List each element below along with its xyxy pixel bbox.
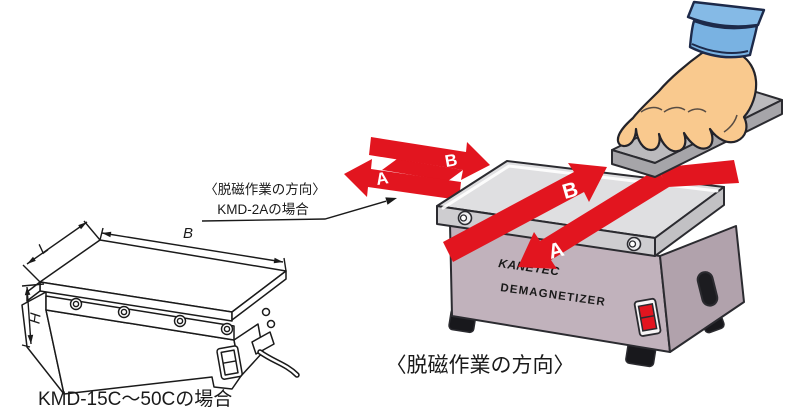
top-arrow-a-label: A	[546, 238, 567, 264]
demagnetizer-device: KANETEC DEMAGNETIZER B A	[436, 160, 745, 368]
dim-arrowhead	[24, 287, 31, 296]
hinge-pin-icon	[266, 319, 276, 329]
dim-arrowhead	[27, 334, 34, 344]
drawing-plate-right-edge	[231, 270, 287, 321]
zigzag-direction-arrows: B A	[344, 137, 490, 200]
hinge-pin-icon	[261, 307, 271, 317]
drawing-power-switch	[216, 345, 243, 380]
screw-icon-inner	[176, 317, 184, 325]
power-cable-highlight	[258, 350, 299, 377]
bottom-caption: 〈脱磁作業の方向〉	[386, 354, 575, 377]
hand-with-workpiece	[611, 0, 783, 178]
zigzag-arrow-a	[344, 159, 461, 200]
top-arrow-b	[443, 163, 607, 262]
top-arrow-b-label: B	[560, 178, 581, 204]
dim-height-label: H	[26, 312, 44, 325]
left-technical-drawing: B L H KMD-15C～50Cの場合	[21, 220, 300, 410]
dim-arrowhead	[102, 231, 112, 238]
screw-icon-inner	[72, 300, 80, 308]
note-line2: KMD-2Aの場合	[217, 202, 309, 217]
dim-arrowhead	[78, 222, 87, 230]
hand	[616, 49, 758, 153]
handle	[696, 271, 719, 307]
note-line1: 〈脱磁作業の方向〉	[204, 182, 326, 197]
workpiece-front	[611, 99, 783, 178]
plate-screw-icon-inner	[459, 214, 468, 222]
screw-icon-inner	[223, 325, 231, 333]
zigzag-arrow-b	[369, 137, 490, 180]
screw-icon-inner	[120, 308, 128, 316]
dimension-width: B	[99, 225, 287, 272]
dim-width-label: B	[183, 225, 193, 242]
dimension-height: H	[21, 283, 45, 348]
plate-right-bevel	[654, 186, 725, 257]
drawing-plate-left-edge	[26, 281, 41, 302]
sleeve-upper	[686, 0, 766, 28]
zigzag-connector	[382, 159, 463, 181]
leader-line	[201, 200, 387, 222]
cuff-line	[691, 43, 749, 54]
hand-creases	[640, 106, 738, 133]
drawing-screw-rail	[45, 295, 235, 341]
leader-arrowhead-icon	[385, 197, 397, 205]
zigzag-arrow-a-label: A	[374, 168, 389, 189]
dim-arrowhead	[27, 256, 36, 264]
plate-screw-icon-inner	[628, 240, 637, 248]
screw-icons	[69, 297, 234, 336]
zigzag-arrow-b-label: B	[443, 150, 458, 171]
left-drawing-caption: KMD-15C～50Cの場合	[38, 388, 232, 410]
dim-arrowhead	[273, 257, 283, 264]
pointer-note: 〈脱磁作業の方向〉 KMD-2Aの場合	[201, 182, 397, 222]
power-switch	[633, 297, 662, 337]
cable-bracket	[251, 331, 275, 355]
top-arrow-a	[518, 169, 669, 269]
dimension-depth: L	[22, 220, 101, 283]
sleeve-cuff	[688, 19, 759, 59]
